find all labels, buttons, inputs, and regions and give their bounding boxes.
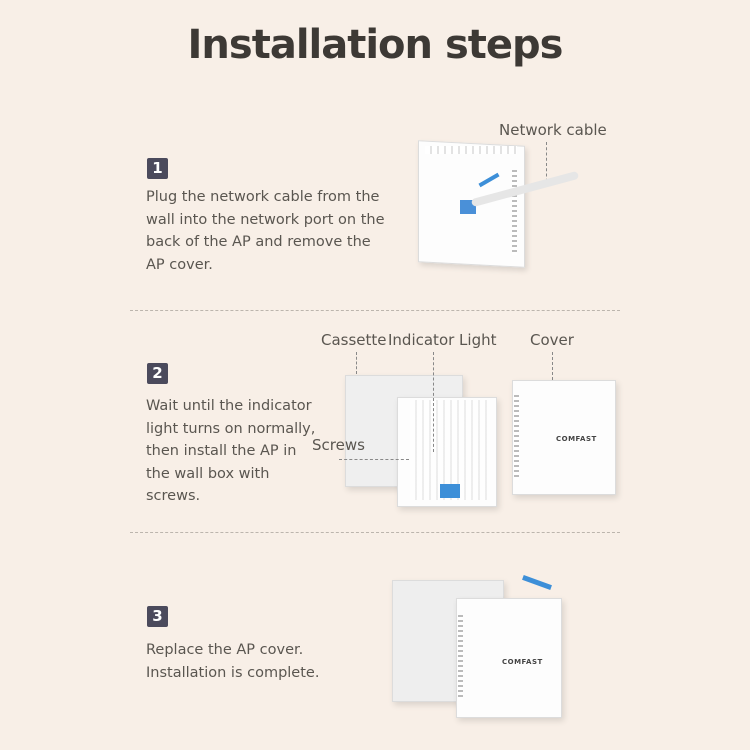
step-3-badge: 3 [147,606,168,627]
page-title: Installation steps [187,22,564,68]
step-1-badge: 1 [147,158,168,179]
step-3-text: Replace the AP cover. Installation is co… [146,642,320,681]
network-port [440,484,460,498]
network-cable-label: Network cable [499,121,607,139]
indicator-light-label: Indicator Light [388,331,497,349]
divider [130,532,620,533]
step-1-text: Plug the network cable from the wall int… [146,189,385,273]
ap-cover [456,598,562,718]
vents [514,395,519,480]
step-2-text: Wait until the indicator light turns on … [146,398,316,504]
brand-logo: COMFAST [556,435,597,443]
ap-cover [512,380,616,495]
cover-label: Cover [530,331,574,349]
leader-line [546,142,547,187]
brand-logo: COMFAST [502,658,543,666]
leader-line [356,352,357,374]
leader-line [339,459,409,460]
step-2-badge: 2 [147,363,168,384]
leader-line [552,352,553,380]
vents [458,615,463,700]
divider [130,310,620,311]
screws-label: Screws [312,436,365,454]
cassette-label: Cassette [321,331,387,349]
vents [410,400,490,500]
vents [512,170,517,255]
arrow-icon [522,575,552,590]
leader-line [433,352,434,452]
vents [425,146,517,154]
